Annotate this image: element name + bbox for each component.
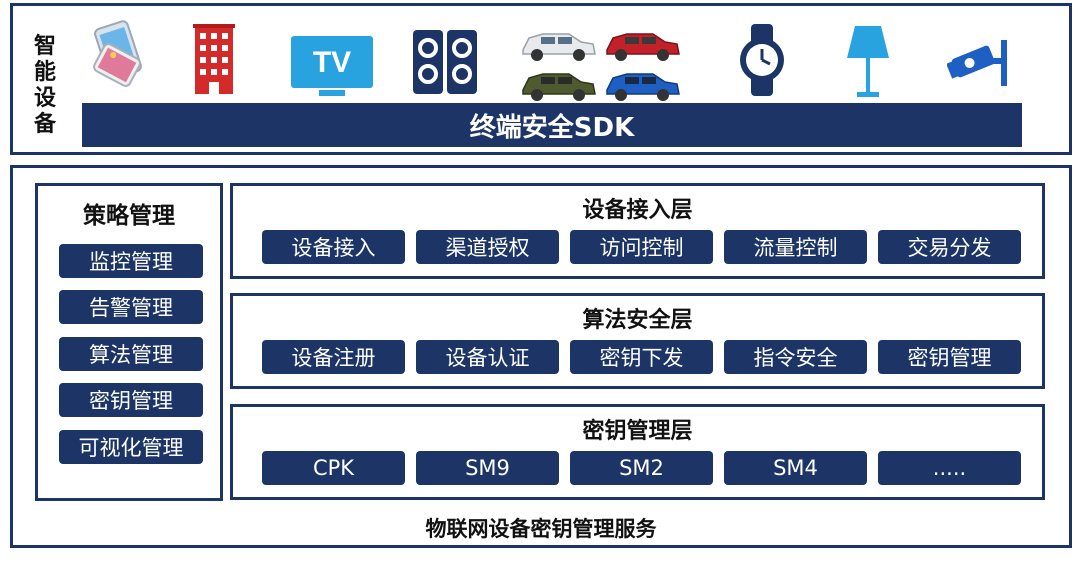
- layer-title: 密钥管理层: [582, 419, 693, 444]
- layer-item: 设备认证: [416, 340, 559, 374]
- building-icon: [189, 20, 239, 100]
- smartphone-icon: [87, 20, 147, 100]
- iot-key-management-service-panel: 策略管理 监控管理 告警管理 算法管理 密钥管理 可视化管理 设备接入层 设备接…: [10, 165, 1072, 548]
- layer-title: 设备接入层: [582, 198, 693, 223]
- policy-item: 算法管理: [59, 337, 203, 371]
- policy-management-title: 策略管理: [83, 203, 175, 229]
- layer-item: .....: [878, 451, 1021, 485]
- tv-text: TV: [313, 46, 351, 79]
- smart-devices-panel: 智 能 设 备: [10, 3, 1072, 155]
- layer-item: 设备注册: [262, 340, 405, 374]
- layer-item: 交易分发: [878, 230, 1021, 264]
- policy-item: 告警管理: [59, 290, 203, 324]
- lamp-icon: [845, 20, 891, 100]
- layer-item: 访问控制: [570, 230, 713, 264]
- layer-item: 流量控制: [724, 230, 867, 264]
- policy-item: 密钥管理: [59, 383, 203, 417]
- layer-title: 算法安全层: [582, 308, 693, 333]
- layer-item: SM2: [570, 451, 713, 485]
- layer-item: 设备接入: [262, 230, 405, 264]
- key-management-layer: 密钥管理层 CPK SM9 SM2 SM4 .....: [230, 404, 1045, 500]
- layer-item: 密钥管理: [878, 340, 1021, 374]
- layer-item: 密钥下发: [570, 340, 713, 374]
- watch-icon: [737, 20, 787, 100]
- algorithm-security-layer: 算法安全层 设备注册 设备认证 密钥下发 指令安全 密钥管理: [230, 293, 1045, 389]
- layer-item: 指令安全: [724, 340, 867, 374]
- policy-item: 监控管理: [59, 244, 203, 278]
- speaker-icon: [411, 20, 481, 100]
- layer-item: 渠道授权: [416, 230, 559, 264]
- layer-item: SM9: [416, 451, 559, 485]
- tv-icon: TV: [289, 20, 375, 100]
- layer-item: CPK: [262, 451, 405, 485]
- terminal-security-sdk-bar: 终端安全SDK: [82, 103, 1022, 147]
- policy-item: 可视化管理: [59, 430, 203, 464]
- smart-devices-label: 智 能 设 备: [33, 34, 56, 137]
- service-title: 物联网设备密钥管理服务: [425, 517, 657, 541]
- camera-icon: [947, 20, 1013, 100]
- policy-management-box: 策略管理 监控管理 告警管理 算法管理 密钥管理 可视化管理: [35, 183, 223, 501]
- layer-item: SM4: [724, 451, 867, 485]
- device-access-layer: 设备接入层 设备接入 渠道授权 访问控制 流量控制 交易分发: [230, 183, 1045, 279]
- car-group-icon: [519, 20, 685, 101]
